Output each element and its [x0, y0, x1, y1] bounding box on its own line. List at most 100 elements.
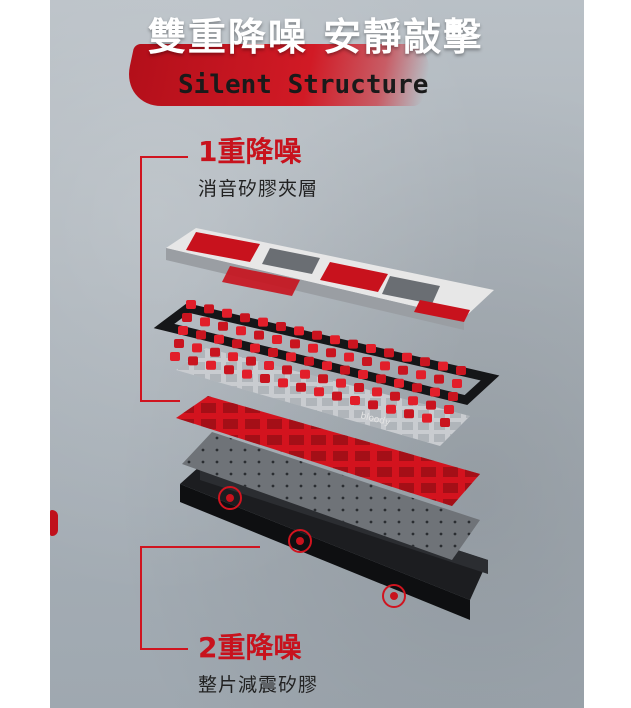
keycaps-layer [166, 228, 494, 330]
switch [330, 335, 340, 345]
switch [254, 330, 264, 340]
switch [348, 339, 358, 349]
switch [222, 308, 232, 318]
callout-line-1-bottom [140, 400, 180, 402]
switch [366, 344, 376, 353]
switch [448, 392, 458, 401]
switch [174, 339, 184, 348]
switch [258, 317, 268, 327]
switch [214, 334, 224, 344]
switch [426, 400, 436, 410]
switch [228, 352, 238, 362]
switch [376, 374, 386, 384]
page-title: 雙重降噪 安靜敲擊 [147, 15, 484, 59]
damper-highlight-1 [218, 486, 242, 510]
switch [178, 326, 188, 335]
switch [272, 335, 282, 344]
switch [434, 374, 444, 384]
switch [192, 343, 202, 353]
layer1-heading: 1重降噪 [198, 135, 302, 168]
switch [386, 404, 396, 414]
silicone-sandwich-layer [176, 396, 480, 506]
switches-group [170, 300, 466, 427]
switch [420, 357, 430, 367]
switch [246, 356, 256, 366]
switch [438, 361, 448, 371]
switch [264, 361, 274, 370]
background-panel [50, 0, 584, 708]
switch [398, 365, 408, 375]
switch [380, 361, 390, 371]
switch [286, 352, 296, 362]
switch [452, 379, 462, 388]
switch [444, 405, 454, 414]
switch [344, 352, 354, 362]
switch [188, 356, 198, 366]
switch [368, 400, 378, 410]
switch [358, 370, 368, 379]
switch [350, 396, 360, 405]
switch [340, 365, 350, 375]
damper-highlight-2 [288, 529, 312, 553]
switch [260, 374, 270, 383]
callout-line-1-top [140, 156, 188, 158]
switch [390, 391, 400, 401]
switch [308, 343, 318, 353]
switch [206, 360, 216, 370]
switch [416, 370, 426, 380]
switch [300, 369, 310, 379]
switch [242, 369, 252, 379]
switch [196, 330, 206, 340]
switch [232, 339, 242, 349]
switch [182, 313, 192, 322]
switch [440, 418, 450, 427]
switch [394, 378, 404, 388]
switch [200, 317, 210, 327]
switch [336, 378, 346, 388]
damper-highlight-3 [382, 584, 406, 608]
page-subtitle: Silent Structure [178, 70, 429, 100]
damping-plate-layer [182, 432, 480, 560]
callout-line-2-bottom [140, 648, 188, 650]
switch [268, 348, 278, 357]
switch [332, 391, 342, 401]
switch [422, 413, 432, 423]
switch [326, 348, 336, 358]
switch [278, 378, 288, 388]
switch [250, 343, 260, 353]
switch [282, 365, 292, 375]
callout-line-2-vertical [140, 546, 142, 650]
switch [404, 409, 414, 419]
switch [210, 347, 220, 357]
switch [384, 348, 394, 358]
switch [318, 374, 328, 384]
switch [314, 387, 324, 397]
switch [218, 321, 228, 331]
switch [408, 396, 418, 406]
switch [322, 361, 332, 371]
callout-line-2-top [140, 546, 260, 548]
switch [354, 383, 364, 392]
switch [430, 387, 440, 397]
switch [170, 352, 180, 361]
layer1-description: 消音矽膠夾層 [198, 178, 319, 200]
switch [276, 322, 286, 331]
switch [362, 357, 372, 366]
switch [412, 383, 422, 393]
switch [240, 313, 250, 323]
callout-line-1-vertical [140, 156, 142, 402]
switch [294, 326, 304, 336]
switch [186, 300, 196, 309]
switch [456, 366, 466, 375]
layer2-heading: 2重降噪 [198, 631, 302, 664]
layer2-description: 整片減震矽膠 [198, 674, 319, 696]
switch [236, 326, 246, 336]
switch [304, 356, 314, 366]
switch [204, 304, 214, 314]
switch [224, 365, 234, 375]
switch [372, 387, 382, 397]
switch [312, 330, 322, 340]
switch [290, 339, 300, 349]
switch [296, 382, 306, 392]
